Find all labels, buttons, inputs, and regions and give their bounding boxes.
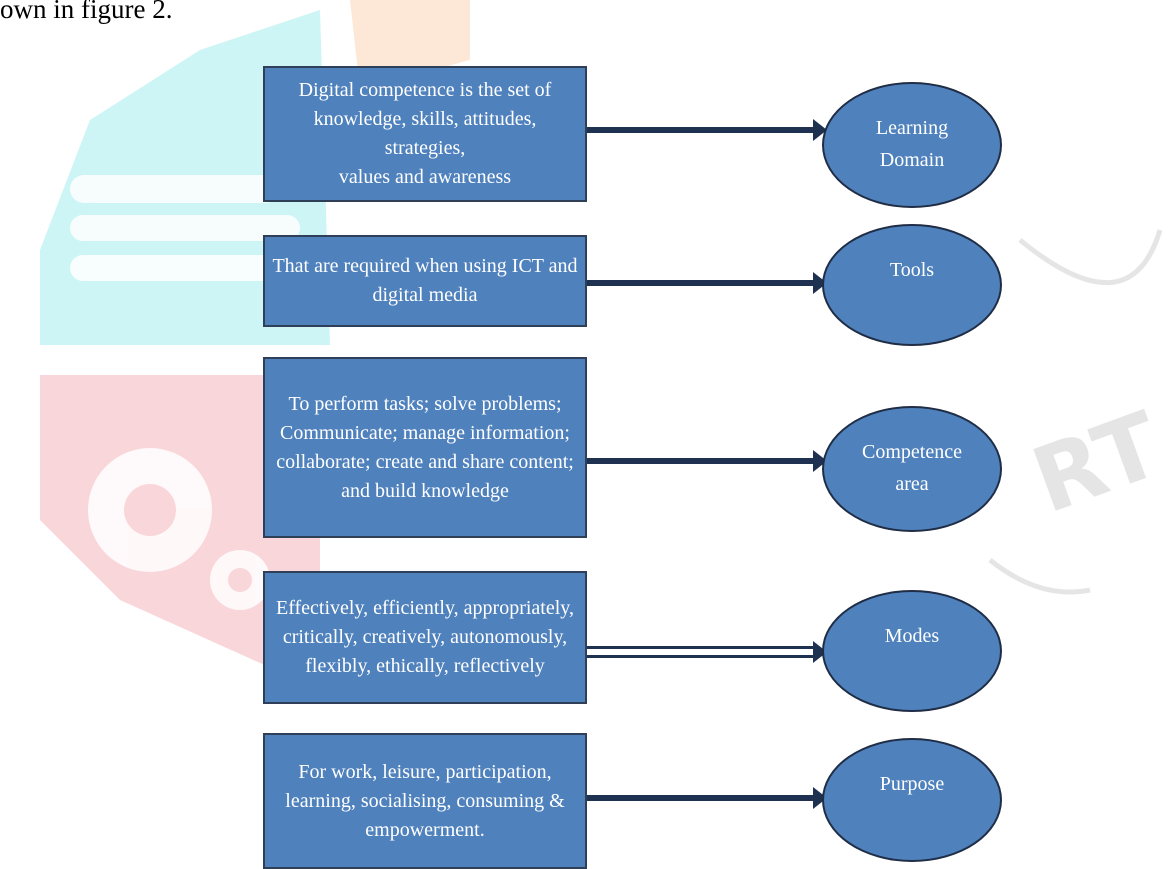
ellipse-modes: Modes bbox=[822, 590, 1002, 712]
arrow-connector bbox=[587, 119, 827, 141]
box-line: Digital competence is the set of bbox=[298, 79, 552, 101]
tools-box: That are required when using ICT and dig… bbox=[263, 235, 587, 327]
box-line: flexibly, ethically, reflectively bbox=[305, 655, 545, 677]
purpose-box: For work, leisure, participation, learni… bbox=[263, 733, 587, 869]
definition-box: Digital competence is the set of knowled… bbox=[263, 66, 587, 202]
box-line: digital media bbox=[372, 284, 478, 306]
arrow-connector bbox=[587, 787, 827, 809]
box-line: and build knowledge bbox=[341, 479, 509, 502]
box-line: learning, socialising, consuming & bbox=[285, 789, 565, 812]
box-line: values and awareness bbox=[338, 166, 512, 188]
box-line: empowerment. bbox=[365, 818, 485, 841]
box-line: critically, creatively, autonomously, bbox=[282, 626, 568, 648]
arrow-connector bbox=[587, 272, 827, 294]
box-line: That are required when using ICT and bbox=[272, 255, 578, 277]
box-line: Communicate; manage information; bbox=[280, 421, 570, 444]
ellipse-line: Modes bbox=[884, 625, 940, 647]
ellipse-learning-domain: Learning Domain bbox=[822, 82, 1002, 208]
box-line: knowledge, skills, attitudes, strategies… bbox=[313, 108, 537, 159]
ellipse-competence-area: Competence area bbox=[822, 406, 1002, 532]
ellipse-line: Purpose bbox=[879, 773, 945, 795]
ellipse-line: Tools bbox=[889, 259, 935, 281]
watermark-letters: RT bbox=[1020, 392, 1172, 534]
ellipse-line: Competence bbox=[862, 441, 962, 463]
arrow-connector bbox=[587, 450, 827, 472]
modes-box: Effectively, efficiently, appropriately,… bbox=[263, 571, 587, 704]
competence-area-box: To perform tasks; solve problems; Commun… bbox=[263, 357, 587, 538]
box-line: Effectively, efficiently, appropriately, bbox=[275, 597, 575, 619]
arrow-connector bbox=[587, 641, 827, 663]
ellipse-line: area bbox=[895, 473, 929, 495]
ellipse-purpose: Purpose bbox=[822, 738, 1002, 862]
box-line: collaborate; create and share content; bbox=[276, 450, 574, 473]
ellipse-line: Domain bbox=[879, 149, 945, 171]
box-line: To perform tasks; solve problems; bbox=[288, 392, 562, 415]
box-line: For work, leisure, participation, bbox=[298, 760, 552, 783]
caption-text: own in figure 2. bbox=[0, 0, 173, 24]
ellipse-tools: Tools bbox=[822, 224, 1002, 346]
ellipse-line: Learning bbox=[875, 117, 949, 139]
